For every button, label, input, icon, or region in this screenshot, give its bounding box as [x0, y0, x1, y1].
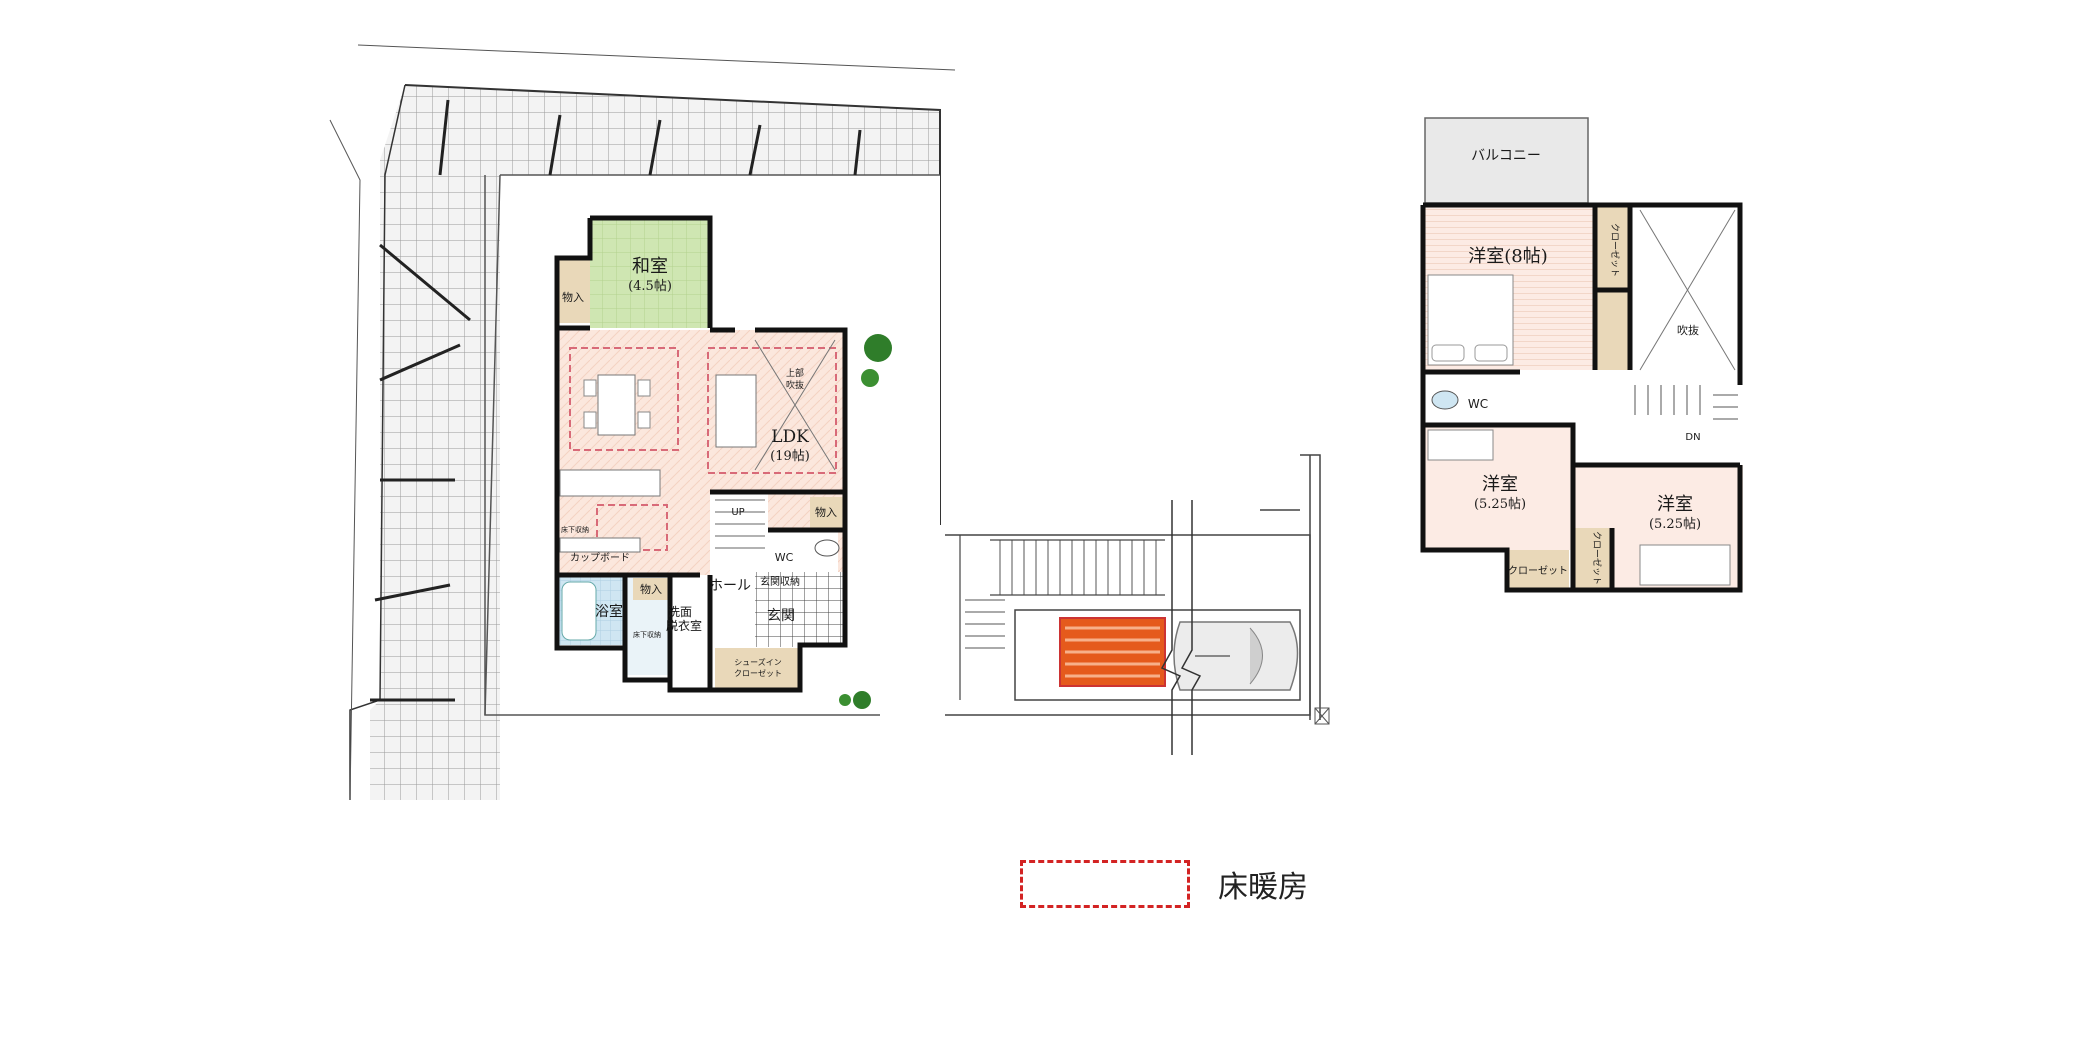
closet-label-2: クローゼット: [1508, 565, 1568, 577]
upper-void-label-1: 上部: [786, 367, 804, 379]
tree-icon: [839, 334, 892, 709]
room-washroom-label: 洗面: [668, 605, 692, 619]
storage-label-1: 物入: [562, 290, 584, 304]
room-western3-size: (5.25帖): [1649, 517, 1701, 532]
floor-heating-legend-swatch: [1020, 860, 1190, 908]
room-washitsu-label: 和室: [632, 256, 668, 277]
room-western2-label: 洋室: [1482, 474, 1518, 495]
room-western3-label: 洋室: [1657, 494, 1693, 515]
room-entrance-label: 玄関: [767, 607, 795, 624]
room-ldk-label: LDK: [771, 427, 809, 447]
cupboard-label: カップボード: [570, 552, 630, 564]
storage-label-3: 物入: [640, 582, 662, 596]
shoes-closet-label-2: クローゼット: [734, 668, 782, 678]
underfloor-storage-1: 床下収納: [561, 525, 589, 534]
stair-down-label: DN: [1685, 432, 1700, 443]
entrance-storage-label: 玄関収納: [760, 575, 800, 588]
room-western1-label: 洋室(8帖): [1468, 246, 1548, 267]
wc-label-1: WC: [775, 551, 794, 564]
shoes-closet-label-1: シューズイン: [734, 657, 782, 667]
floor-heating-legend-label: 床暖房: [1218, 870, 1308, 905]
underfloor-storage-2: 床下収納: [633, 630, 661, 639]
closet-label-1: クローゼット: [1609, 223, 1621, 277]
room-hall-label: ホール: [709, 578, 751, 594]
room-western2-size: (5.25帖): [1474, 497, 1526, 512]
upper-void-label-2: 吹抜: [786, 379, 804, 391]
balcony-label: バルコニー: [1471, 148, 1541, 164]
room-bath-label: 浴室: [595, 603, 623, 620]
parking-area: [945, 454, 1330, 755]
floor2-plan: [1420, 117, 1743, 593]
closet-label-3: クローゼット: [1591, 531, 1603, 585]
void-label: 吹抜: [1677, 323, 1699, 337]
room-dressing-label: 脱衣室: [666, 618, 702, 633]
room-ldk-size: (19帖): [770, 449, 810, 464]
storage-label-2: 物入: [815, 505, 837, 519]
room-washitsu-size: (4.5帖): [628, 279, 672, 294]
wc-label-2: WC: [1468, 397, 1488, 411]
stair-up-label: UP: [731, 507, 744, 518]
floor1-plan: [554, 215, 892, 709]
